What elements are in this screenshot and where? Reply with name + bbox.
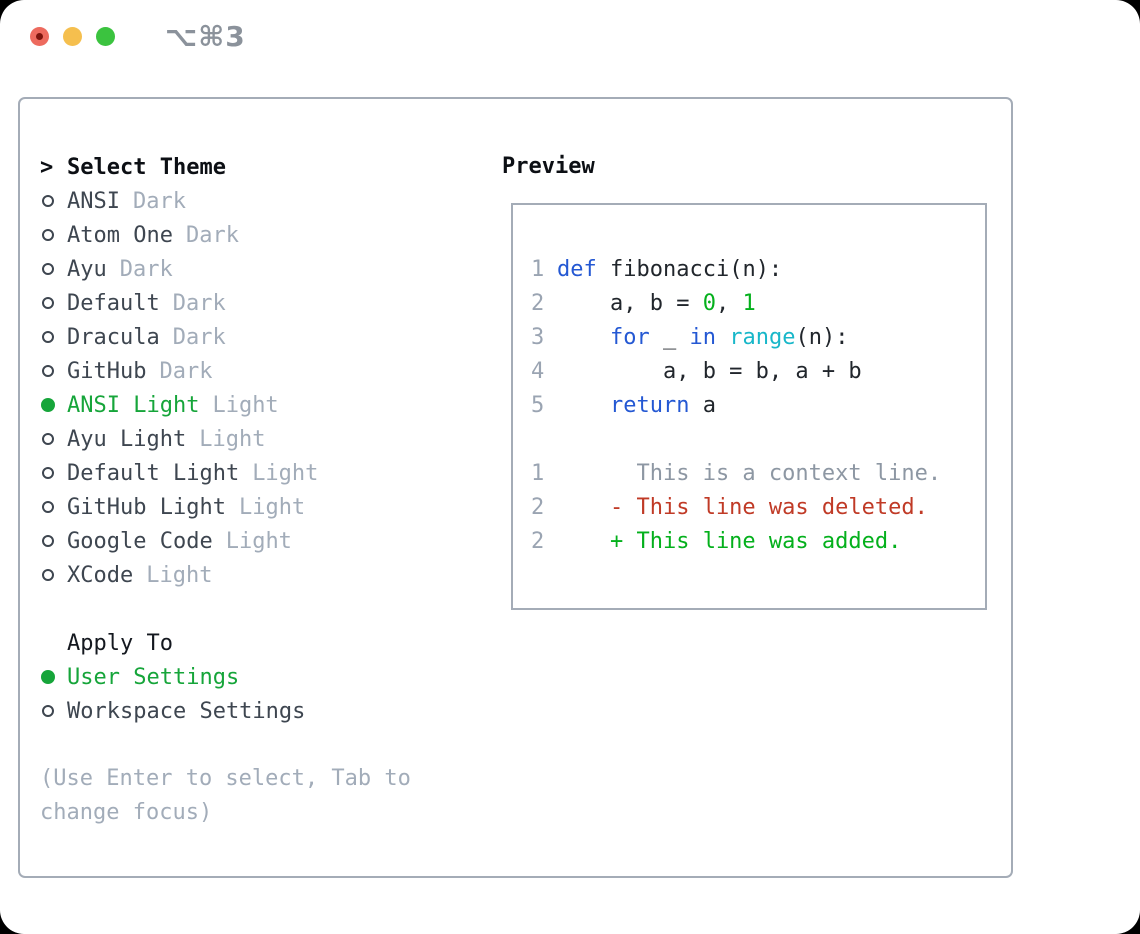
theme-option-github-light[interactable]: GitHub Light Light (40, 490, 500, 524)
radio-unselected-icon (42, 195, 54, 207)
theme-option-default-light[interactable]: Default Light Light (40, 456, 500, 490)
theme-menu: > Select Theme ANSI Dark Atom One Dark A… (40, 150, 500, 830)
radio-unselected-icon (42, 501, 54, 513)
window-title: ⌥⌘3 (165, 20, 246, 53)
radio-unselected-icon (42, 467, 54, 479)
unsaved-dot-icon (36, 33, 43, 40)
radio-unselected-icon (42, 365, 54, 377)
theme-option-github-dark[interactable]: GitHub Dark (40, 354, 500, 388)
theme-option-ayu-dark[interactable]: Ayu Dark (40, 252, 500, 286)
blank-line (531, 423, 985, 457)
radio-selected-icon (41, 398, 55, 412)
title-bar: ⌥⌘3 (0, 0, 1140, 72)
radio-unselected-icon (42, 535, 54, 547)
apply-to-section: Apply To User Settings Workspace Setting… (40, 626, 500, 728)
prompt-chevron-icon: > (40, 154, 54, 180)
theme-option-default-dark[interactable]: Default Dark (40, 286, 500, 320)
apply-to-header: Apply To (40, 626, 500, 660)
radio-unselected-icon (42, 569, 54, 581)
minimize-button-icon[interactable] (63, 27, 82, 46)
theme-picker-panel: > Select Theme ANSI Dark Atom One Dark A… (18, 97, 1013, 878)
zoom-button-icon[interactable] (96, 27, 115, 46)
radio-unselected-icon (42, 705, 54, 717)
radio-selected-icon (41, 670, 55, 684)
theme-option-google-code-light[interactable]: Google Code Light (40, 524, 500, 558)
theme-option-ayu-light[interactable]: Ayu Light Light (40, 422, 500, 456)
radio-unselected-icon (42, 263, 54, 275)
theme-option-xcode-light[interactable]: XCode Light (40, 558, 500, 592)
keyboard-hint-text: (Use Enter to select, Tab to change focu… (40, 766, 411, 825)
apply-to-title: Apply To (67, 630, 173, 656)
theme-option-ansi-dark[interactable]: ANSI Dark (40, 184, 500, 218)
code-line: 2 a, b = 0, 1 (531, 291, 756, 316)
theme-menu-header: > Select Theme (40, 150, 500, 184)
theme-option-ansi-light[interactable]: ANSI Light Light (40, 388, 500, 422)
radio-unselected-icon (42, 433, 54, 445)
diff-line-added: 2 + This line was added. (531, 529, 902, 554)
diff-line-deleted: 2 - This line was deleted. (531, 495, 928, 520)
diff-line-context: 1 This is a context line. (531, 461, 942, 486)
theme-option-dracula-dark[interactable]: Dracula Dark (40, 320, 500, 354)
radio-unselected-icon (42, 331, 54, 343)
apply-option-user-settings[interactable]: User Settings (40, 660, 500, 694)
radio-unselected-icon (42, 229, 54, 241)
apply-option-workspace-settings[interactable]: Workspace Settings (40, 694, 500, 728)
theme-menu-title: Select Theme (67, 154, 226, 180)
close-button-icon[interactable] (30, 27, 49, 46)
radio-unselected-icon (42, 297, 54, 309)
code-line: 3 for _ in range(n): (531, 325, 849, 350)
code-line: 4 a, b = b, a + b (531, 359, 862, 384)
code-line: 5 return a (531, 393, 716, 418)
preview-title: Preview (502, 154, 595, 179)
theme-option-atom-one-dark[interactable]: Atom One Dark (40, 218, 500, 252)
